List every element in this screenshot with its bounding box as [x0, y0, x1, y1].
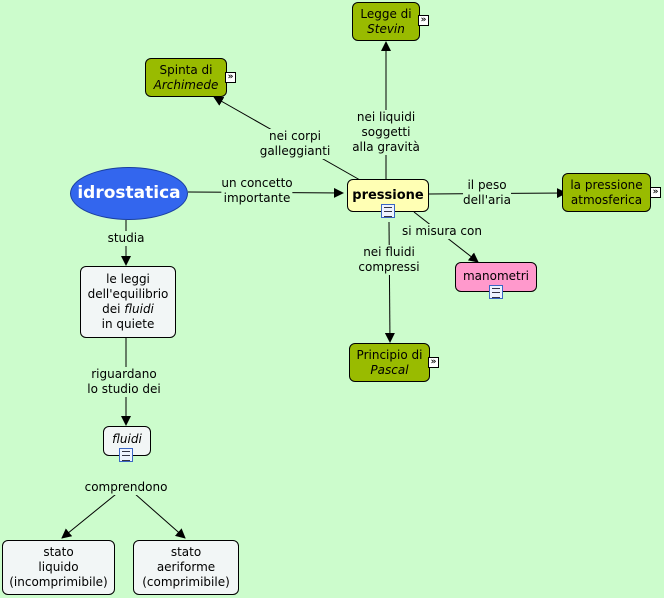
concept-label: liquido: [38, 560, 79, 574]
concept-label: dei: [102, 302, 121, 316]
concept-label: stato: [43, 545, 74, 559]
concept-idrostatica[interactable]: idrostatica: [70, 167, 188, 220]
concept-liquido[interactable]: stato liquido (incomprimibile): [2, 540, 115, 595]
edge-pressione-pascal: [384, 221, 395, 343]
link-label-line: si misura con: [402, 224, 482, 238]
link-label-line: studia: [107, 231, 145, 245]
concept-label: Pascal: [370, 362, 409, 377]
link-label-compressi: nei fluidi compressi: [358, 245, 420, 275]
link-label-line: importante: [223, 191, 291, 205]
concept-manometri[interactable]: manometri: [455, 262, 537, 292]
concept-label: stato: [170, 545, 202, 559]
concept-fluidi[interactable]: fluidi: [103, 426, 151, 456]
concept-archimede[interactable]: Spinta di Archimede: [145, 58, 227, 97]
document-icon[interactable]: [119, 448, 133, 462]
link-label-line: dell'aria: [463, 193, 511, 207]
concept-label: le leggi: [106, 272, 150, 286]
concept-label: la pressione: [570, 177, 643, 192]
link-label-line: lo studio dei: [87, 382, 161, 396]
concept-label: aeriforme: [156, 560, 216, 574]
link-label-line: soggetti: [361, 125, 411, 139]
concept-atmosferica[interactable]: la pressione atmosferica: [562, 173, 651, 212]
document-icon[interactable]: [489, 285, 503, 299]
concept-aeriforme[interactable]: stato aeriforme (comprimibile): [133, 540, 239, 595]
link-label-line: un concetto: [221, 176, 293, 190]
link-label-peso: il peso dell'aria: [463, 178, 511, 208]
link-label-line: comprendono: [84, 480, 168, 494]
external-link-icon[interactable]: »: [418, 15, 429, 26]
concept-leggi[interactable]: le leggi dell'equilibrio dei fluidi in q…: [80, 266, 176, 338]
concept-stevin[interactable]: Legge di Stevin: [352, 2, 420, 41]
concept-label: Stevin: [367, 21, 405, 36]
link-label-line: galleggianti: [259, 144, 331, 158]
link-label-line: nei corpi: [269, 129, 321, 143]
link-label-liquidi: nei liquidi soggetti alla gravità: [352, 110, 420, 155]
concept-pascal[interactable]: Principio di Pascal: [349, 343, 430, 382]
external-link-icon[interactable]: »: [650, 187, 661, 198]
concept-label-line: dei fluidi: [102, 302, 154, 317]
link-label-line: il peso: [467, 178, 507, 192]
link-label-line: compressi: [358, 260, 420, 274]
link-label-galleggianti: nei corpi galleggianti: [259, 129, 331, 159]
concept-label: (comprimibile): [142, 575, 230, 589]
link-label-studia: studia: [107, 231, 145, 246]
link-label-line: alla gravità: [352, 140, 420, 154]
concept-label: atmosferica: [570, 192, 643, 207]
concept-label: fluidi: [112, 432, 142, 446]
link-label-concetto: un concetto importante: [221, 176, 293, 206]
link-label-line: nei fluidi: [363, 245, 415, 259]
link-label-comprendono: comprendono: [84, 480, 168, 495]
document-icon[interactable]: [381, 204, 395, 218]
concept-label: idrostatica: [77, 183, 181, 203]
link-label-line: riguardano: [91, 367, 157, 381]
concept-label: Spinta di: [159, 62, 213, 77]
concept-label: Legge di: [360, 6, 412, 21]
link-label-misura: si misura con: [402, 224, 482, 239]
concept-label: manometri: [462, 269, 530, 283]
concept-label: in quiete: [101, 317, 155, 331]
concept-label: dell'equilibrio: [87, 287, 169, 301]
concept-label: Archimede: [153, 77, 219, 92]
external-link-icon[interactable]: »: [428, 357, 439, 368]
concept-label: Principio di: [356, 347, 423, 362]
link-label-line: nei liquidi: [356, 110, 416, 124]
external-link-icon[interactable]: »: [225, 72, 236, 83]
concept-label: (incomprimibile): [9, 575, 108, 589]
concept-label: pressione: [352, 188, 424, 203]
concept-label: fluidi: [124, 302, 154, 316]
link-label-riguardano: riguardano lo studio dei: [87, 367, 161, 397]
